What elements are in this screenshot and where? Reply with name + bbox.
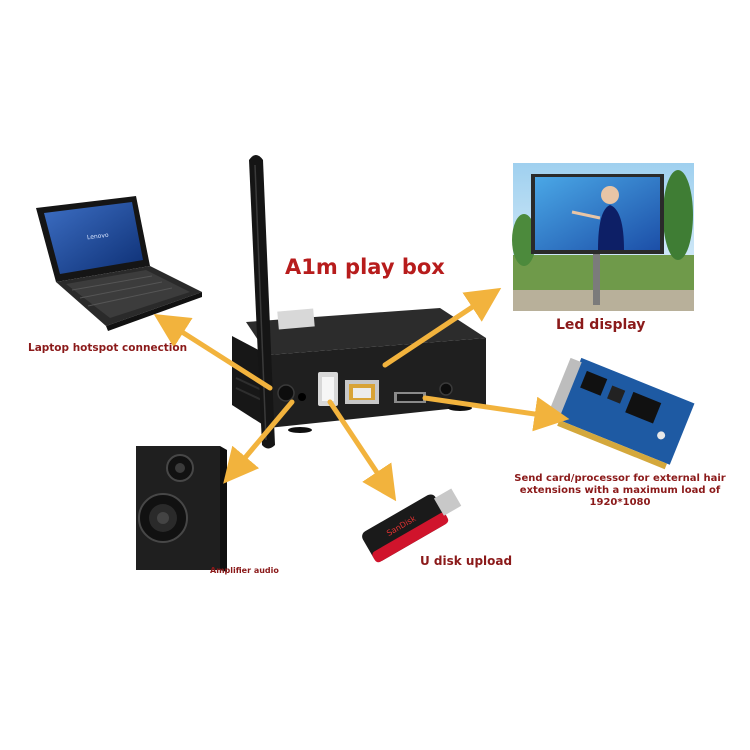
laptop-label: Laptop hotspot connection (28, 342, 188, 354)
led-display-label: Led display (556, 317, 646, 333)
arrow-to-usb-drive (327, 399, 397, 502)
speaker-illustration (136, 446, 227, 572)
connection-arrows (153, 287, 570, 502)
laptop-brand-text: Lenovo (87, 232, 110, 242)
amplifier-audio-label: Amplifier audio (210, 566, 279, 575)
sending-card-illustration (548, 357, 695, 470)
laptop-illustration: Lenovo (36, 196, 202, 331)
wifi-antenna (249, 155, 275, 449)
u-disk-label: U disk upload (420, 554, 513, 568)
arrow-to-led-display (382, 287, 502, 368)
usb-flash-drive-illustration: SanDisk (362, 488, 462, 563)
arrow-to-laptop (153, 313, 273, 391)
led-display-illustration (512, 163, 694, 311)
arrow-to-speaker (223, 399, 295, 484)
diagram-title: A1m play box (285, 255, 445, 279)
power-port-icon (439, 382, 453, 396)
sending-card-label: Send card/processor for external hair ex… (514, 473, 726, 508)
play-box-device (232, 308, 486, 433)
arrow-to-sending-card (422, 395, 570, 432)
audio-jack-icon (277, 384, 295, 402)
